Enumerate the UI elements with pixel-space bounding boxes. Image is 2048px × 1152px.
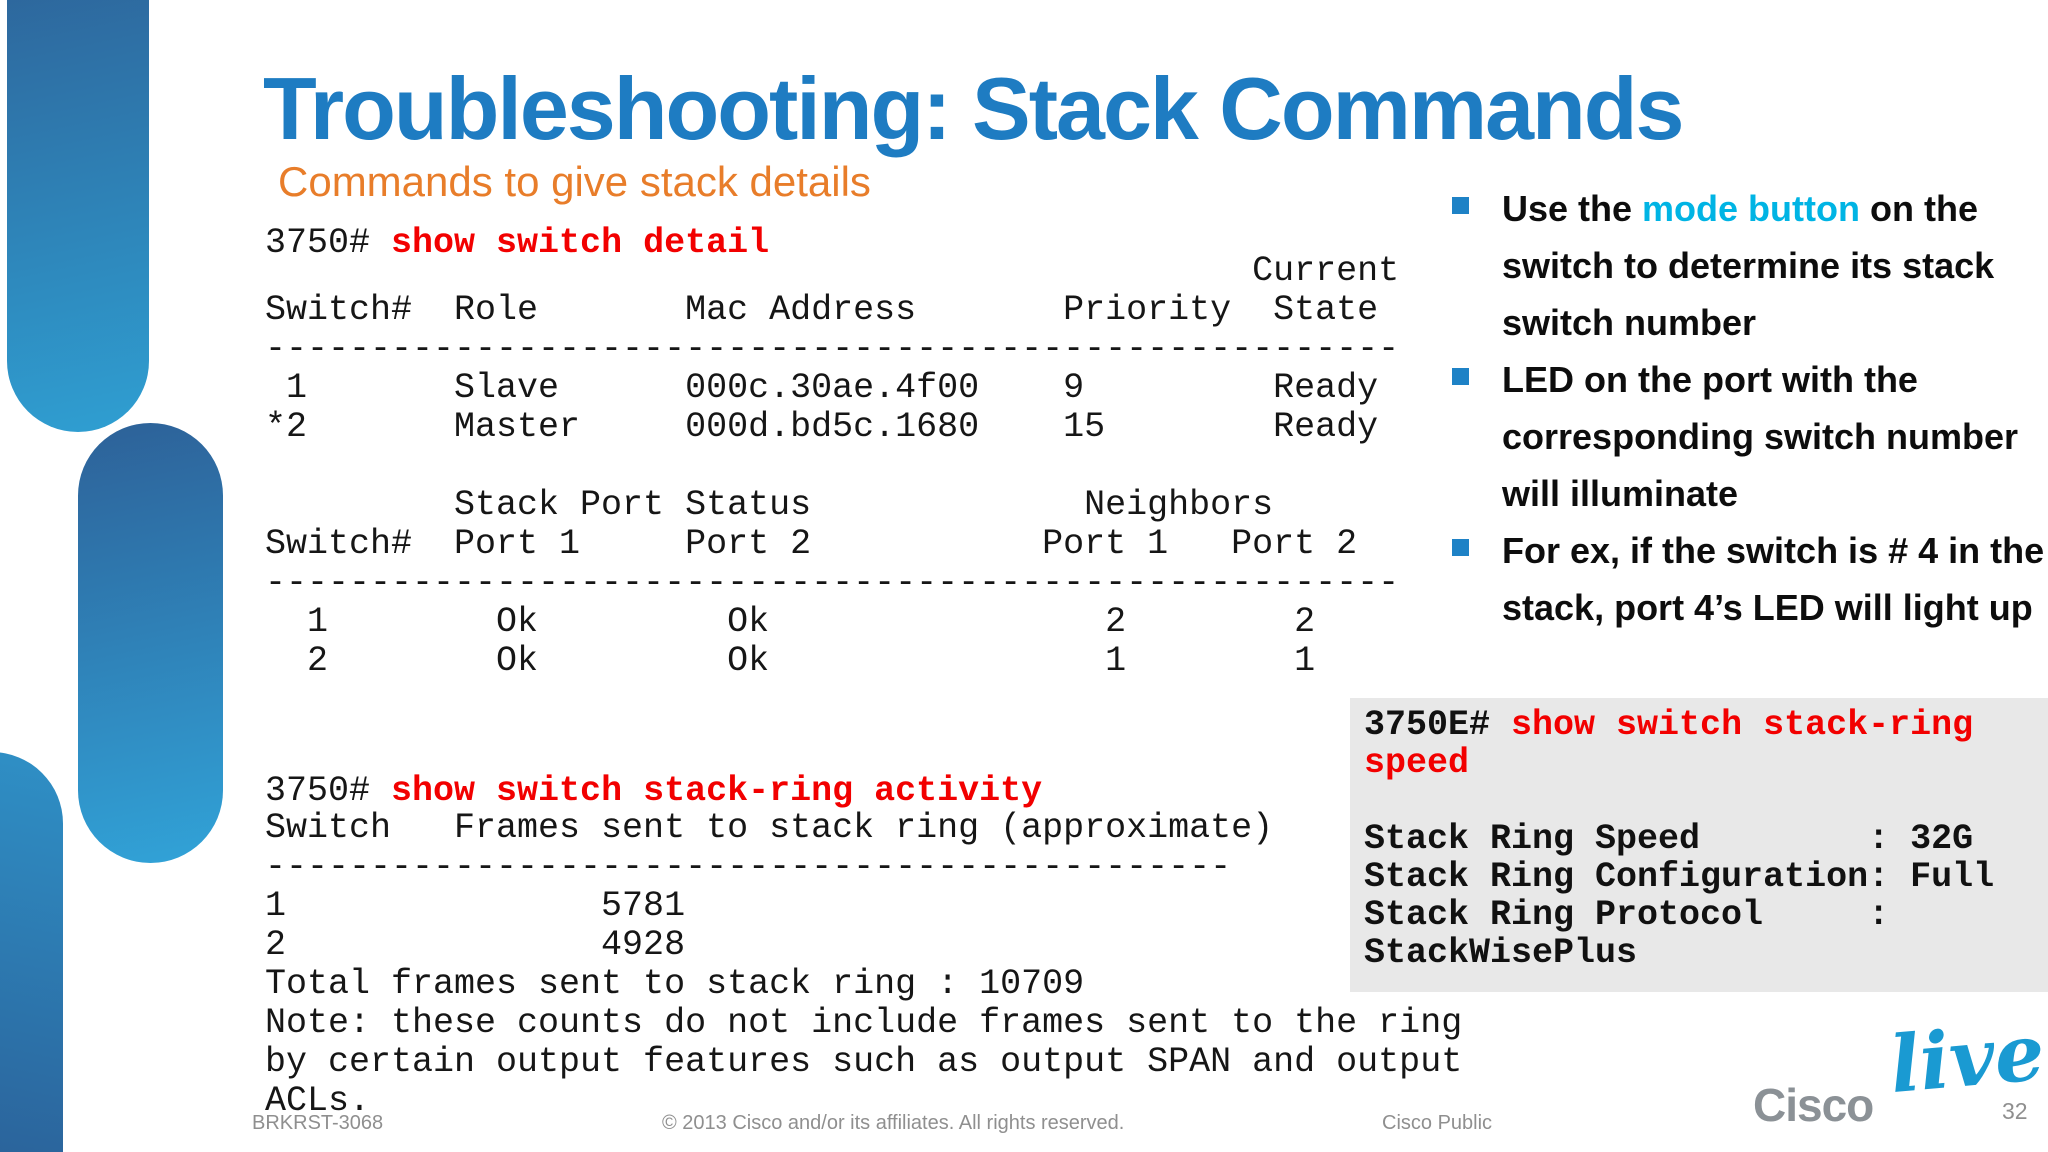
bullet-item-example: For ex, if the switch is # 4 in the stac… <box>1452 522 2048 636</box>
footer-copyright: © 2013 Cisco and/or its affiliates. All … <box>662 1112 1125 1134</box>
bullet-text: LED on the port with the corresponding s… <box>1502 359 2019 514</box>
terminal-command: show switch stack-ring speed <box>1364 705 1995 783</box>
decoration-capsule-top <box>7 0 149 432</box>
terminal-command: show switch detail <box>391 223 770 263</box>
footer-session-id: BRKRST-3068 <box>252 1112 384 1134</box>
bullet-item-led-port: LED on the port with the corresponding s… <box>1452 351 2048 522</box>
stack-ring-speed-callout: 3750E# show switch stack-ring speed Stac… <box>1350 698 2048 992</box>
terminal-command-line-2: 3750# show switch stack-ring activity <box>265 772 1042 811</box>
decoration-capsule-bottom <box>0 752 63 1152</box>
callout-output: Stack Ring Speed : 32G Stack Ring Config… <box>1364 819 1995 973</box>
terminal-output-stack-ring-activity: Switch Frames sent to stack ring (approx… <box>265 808 1463 1121</box>
page-title: Troubleshooting: Stack Commands <box>263 59 1684 158</box>
bullet-item-mode-button: Use the mode button on the switch to det… <box>1452 180 2048 351</box>
bullet-text: on the switch to determine its stack swi… <box>1502 188 1995 343</box>
bullet-text: Use the <box>1502 188 1643 229</box>
callout-command-line: 3750E# show switch stack-ring speed <box>1364 706 2034 782</box>
terminal-command: show switch stack-ring activity <box>391 771 1043 811</box>
bullet-square-icon <box>1452 368 1469 385</box>
terminal-prompt: 3750E# <box>1364 705 1512 745</box>
terminal-prompt: 3750# <box>265 223 392 263</box>
terminal-command-line-1: 3750# show switch detail <box>265 224 769 263</box>
cisco-live-logo-script: live! <box>1886 1003 2048 1112</box>
terminal-output-show-switch-detail: Current Switch# Role Mac Address Priorit… <box>265 251 1400 681</box>
decoration-capsule-middle <box>78 423 223 863</box>
bullet-square-icon <box>1452 539 1469 556</box>
terminal-prompt: 3750# <box>265 771 392 811</box>
bullet-list: Use the mode button on the switch to det… <box>1452 180 2048 636</box>
bullet-highlight: mode button <box>1642 188 1860 229</box>
bullet-text: For ex, if the switch is # 4 in the stac… <box>1502 530 2045 628</box>
cisco-logo-text: Cisco <box>1753 1079 1874 1131</box>
bullet-square-icon <box>1452 197 1469 214</box>
page-number: 32 <box>2002 1098 2028 1124</box>
page-subtitle: Commands to give stack details <box>278 158 871 205</box>
footer-classification: Cisco Public <box>1382 1112 1493 1134</box>
